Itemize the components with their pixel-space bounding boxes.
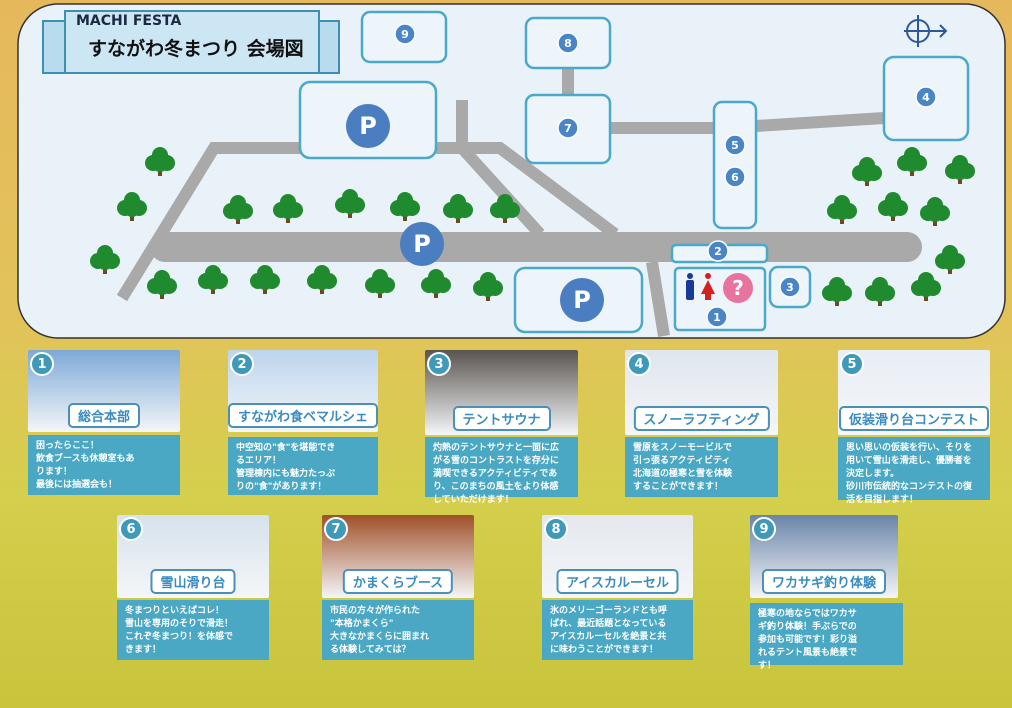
parking-label: P [413, 230, 431, 258]
tree-icon [198, 265, 228, 294]
card-title: 雪山滑り台 [150, 569, 236, 594]
tree-icon [147, 270, 177, 299]
tree-icon [920, 197, 950, 226]
info-question-mark: ? [732, 276, 744, 300]
card-title: スノーラフティング [633, 406, 770, 431]
card-4-photo: スノーラフティング [625, 350, 778, 435]
tree-icon [117, 192, 147, 221]
marker-number: 2 [714, 245, 722, 258]
map-marker-9[interactable]: 9 [394, 23, 416, 45]
tree-icon [897, 147, 927, 176]
card-5-number-badge: 5 [840, 352, 864, 376]
card-title: 総合本部 [67, 403, 141, 428]
tree-icon [250, 265, 280, 294]
card-title: ワカサギ釣り体験 [761, 569, 887, 594]
card-1-description: 困ったらここ！ 飲食ブースも休憩室もあ ります！ 最後には抽選会も！ [28, 435, 180, 495]
card-title: すながわ食ベマルシェ [228, 403, 378, 428]
tree-icon [490, 194, 520, 223]
venue-map: P P P 1 2 3 4 5 6 7 8 9 ? [17, 3, 1006, 339]
marker-number: 8 [564, 37, 572, 50]
parking-icon[interactable]: P [400, 222, 444, 266]
tree-icon [865, 277, 895, 306]
marker-number: 4 [922, 91, 930, 104]
ribbon [64, 10, 320, 74]
map-marker-4[interactable]: 4 [915, 86, 937, 108]
card-4-description: 雪原をスノーモービルで 引っ張るアクティビティ 北海道の極寒と雪を体験 すること… [625, 437, 778, 497]
parking-icon[interactable]: P [346, 104, 390, 148]
card-7-photo: かまくらブース [322, 515, 474, 598]
event-subtitle: MACHI FESTA [76, 13, 182, 29]
map-marker-7[interactable]: 7 [557, 117, 579, 139]
map-marker-2[interactable]: 2 [707, 240, 729, 262]
restroom-icon [686, 273, 715, 300]
tree-icon [145, 147, 175, 176]
card-5-description: 思い思いの仮装を行い、そりを 用いて雪山を滑走し、優勝者を 決定します。 砂川市… [838, 437, 990, 505]
card-title: テントサウナ [452, 406, 551, 431]
road-west [116, 142, 304, 302]
tree-icon [335, 189, 365, 218]
tree-icon [443, 194, 473, 223]
marker-number: 6 [731, 171, 739, 184]
tree-icon [421, 269, 451, 298]
card-title: アイスカルーセル [556, 569, 679, 594]
card-8-number-badge: 8 [544, 517, 568, 541]
marker-number: 5 [731, 139, 739, 152]
card-3-number-badge: 3 [427, 352, 451, 376]
tree-icon [223, 195, 253, 224]
card-9-photo: ワカサギ釣り体験 [750, 515, 898, 598]
card-4-number-badge: 4 [627, 352, 651, 376]
road-diagonal [436, 142, 619, 239]
card-8-description: 氷のメリーゴーランドとも呼 ばれ、最近話題となっている アイスカルーセルを絶景と… [542, 600, 693, 660]
marker-number: 9 [401, 28, 409, 41]
map-marker-3[interactable]: 3 [779, 276, 801, 298]
tree-icon [911, 272, 941, 301]
map-marker-8[interactable]: 8 [557, 32, 579, 54]
card-1-number-badge: 1 [30, 352, 54, 376]
info-icon [723, 273, 753, 303]
tree-icon [852, 157, 882, 186]
card-title: 仮装滑り台コンテスト [838, 406, 990, 431]
card-2-description: 中空知の"食"を堪能でき るエリア！ 管理棟内にも魅力たっぷ りの"食"がありま… [228, 437, 378, 495]
tree-icon [473, 272, 503, 301]
card-7-number-badge: 7 [324, 517, 348, 541]
page-title: すながわ冬まつり 会場図 [88, 38, 304, 60]
map-marker-6[interactable]: 6 [724, 166, 746, 188]
tree-icon [273, 194, 303, 223]
tree-icon [945, 155, 975, 184]
card-2-number-badge: 2 [230, 352, 254, 376]
tree-icon [307, 265, 337, 294]
tree-icon [878, 192, 908, 221]
map-marker-1[interactable]: 1 [706, 306, 728, 328]
card-title: かまくらブース [342, 569, 454, 594]
card-6-number-badge: 6 [119, 517, 143, 541]
card-9-description: 極寒の地ならではワカサ ギ釣り体験！手ぶらでの 参加も可能です！彩り溢 れるテン… [750, 603, 903, 671]
tree-icon [390, 192, 420, 221]
trees [90, 147, 975, 306]
tree-icon [90, 245, 120, 274]
marker-number: 1 [713, 311, 721, 324]
tree-icon [935, 245, 965, 274]
road-south [646, 261, 670, 337]
parking-label: P [573, 286, 591, 314]
parking-icon[interactable]: P [560, 278, 604, 322]
road-diagonal-2 [457, 143, 545, 239]
parking-label: P [359, 112, 377, 140]
area-5-6-box[interactable] [712, 100, 758, 230]
compass-icon [904, 15, 948, 47]
card-7-description: 市民の方々が作られた "本格かまくら" 大きなかまくらに囲まれ る体験してみては… [322, 600, 474, 660]
tree-icon [822, 277, 852, 306]
tree-icon [827, 195, 857, 224]
map-marker-5[interactable]: 5 [724, 134, 746, 156]
card-3-description: 灼熱のテントサウナと一面に広 がる雪のコントラストを存分に 満喫できるアクティビ… [425, 437, 578, 505]
marker-number: 3 [786, 281, 794, 294]
card-9-number-badge: 9 [752, 517, 776, 541]
card-6-description: 冬まつりといえばコレ！ 雪山を専用のそりで滑走！ これぞ冬まつり！を体感で きま… [117, 600, 269, 660]
tree-icon [365, 269, 395, 298]
road-east-2 [755, 112, 885, 132]
marker-number: 7 [564, 122, 572, 135]
title-banner: MACHI FESTA すながわ冬まつり 会場図 [42, 10, 340, 74]
